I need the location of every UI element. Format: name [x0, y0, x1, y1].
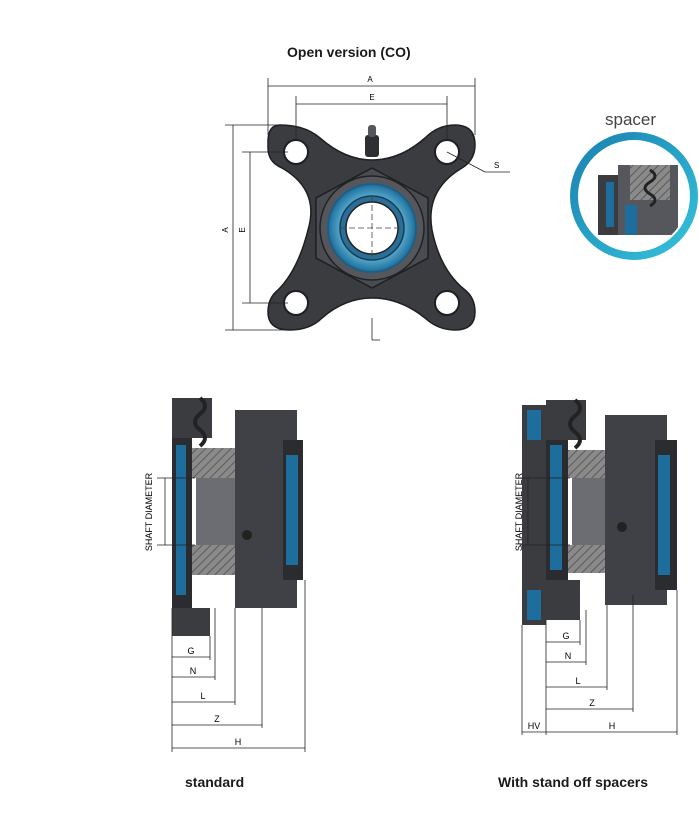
grease-nipple [365, 135, 379, 157]
standard-dimensions [157, 477, 306, 752]
standard-shaft-label: SHAFT DIAMETER [144, 472, 154, 551]
dim-e-horizontal: E [369, 93, 374, 102]
standard-dim-h: H [235, 737, 242, 747]
spacer-dim-h: H [609, 721, 616, 731]
spacer-detail [570, 132, 698, 260]
spacer-dim-hv: HV [528, 721, 541, 731]
standard-caption: standard [185, 774, 245, 790]
spacer-dim-g: G [562, 631, 569, 641]
dim-e-vertical: E [238, 227, 247, 232]
spacer-dim-z: Z [589, 698, 595, 708]
standard-section [172, 396, 303, 636]
spacer-section [522, 398, 677, 625]
top-view-title: Open version (CO) [287, 44, 411, 60]
spacer-label: spacer [605, 110, 657, 129]
spacer-dim-l: L [575, 676, 580, 686]
spacer-caption: With stand off spacers [498, 774, 649, 790]
spacer-dim-n: N [565, 651, 572, 661]
flange-top-view [267, 124, 476, 331]
spacer-dimensions [520, 477, 678, 735]
standard-dim-n: N [190, 666, 197, 676]
dim-a-horizontal: A [367, 75, 373, 84]
top-dimensions [225, 78, 510, 341]
bolt-hole [434, 290, 460, 316]
spacer-shaft-label: SHAFT DIAMETER [514, 472, 524, 551]
standard-dim-l: L [200, 691, 205, 701]
dim-s: S [494, 161, 499, 170]
standard-dim-g: G [187, 646, 194, 656]
dim-a-vertical: A [221, 227, 230, 233]
standard-dim-z: Z [214, 714, 220, 724]
